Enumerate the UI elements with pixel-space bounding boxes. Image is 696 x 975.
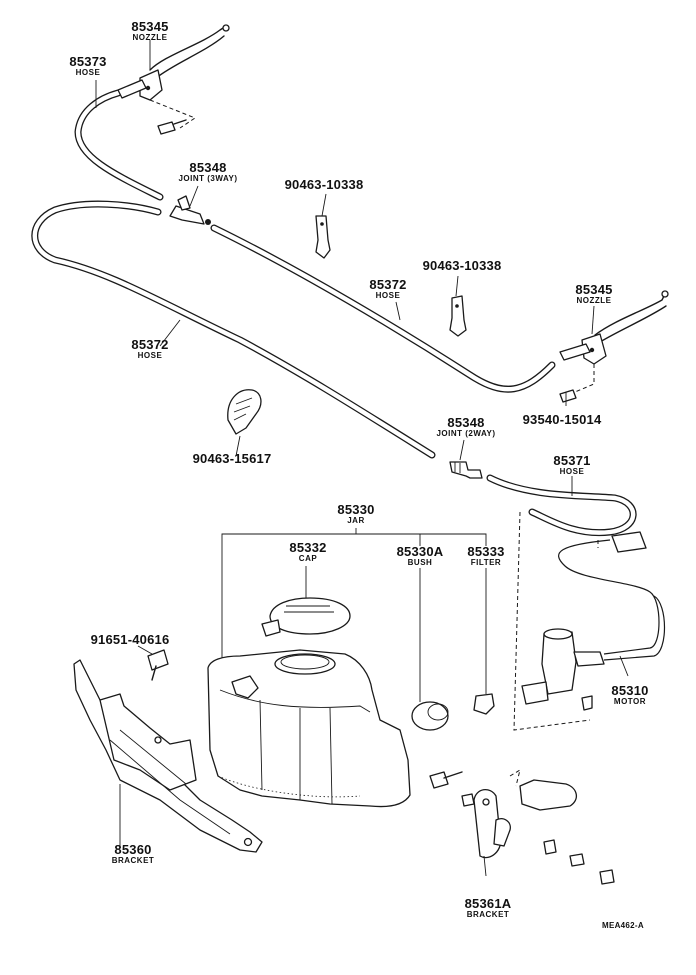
part-number: 90463-10338 [422,258,502,273]
bush-part [411,701,449,731]
callout-bolt: 91651-40616 [91,633,170,646]
part-number: 85372 [369,277,407,292]
callout-clip-mid: 90463-10338 [423,259,502,272]
hose-85373 [74,89,164,201]
hose-85372-left [31,200,436,459]
leader-lines [95,40,629,877]
motor-part [521,531,665,711]
jar-part [207,649,411,808]
part-number: 85348 [447,415,485,430]
diagram-code: MEA462-A [602,921,644,930]
part-number: 90463-10338 [284,177,364,192]
part-name: NOZZLE [576,296,612,305]
joint-3way-part [169,195,211,225]
bracket-small-part [429,768,615,885]
nozzle-left-part [117,24,230,101]
clamp-part [227,389,262,435]
part-number: 85372 [131,337,169,352]
callout-nozzle-left: 85345 NOZZLE [131,20,168,42]
callout-hose-motor: 85371 HOSE [553,454,590,476]
clip-left-part [315,215,331,259]
part-name: JOINT (3WAY) [178,174,238,183]
hose-85371 [486,474,637,537]
callout-clip-left: 90463-10338 [285,178,364,191]
cap-part [261,597,351,637]
callout-cap: 85332 CAP [289,541,326,563]
part-name: MOTOR [613,697,647,706]
screw-left [157,119,187,135]
part-number: 85373 [69,54,107,69]
part-number: 93540-15014 [522,412,602,427]
callout-bracket-small: 85361A BRACKET [465,897,512,919]
hose-85372-right [210,224,556,393]
part-name: JAR [347,516,365,525]
bracket-main-part [73,659,263,853]
callout-bracket-main: 85360 BRACKET [112,843,155,865]
callout-nozzle-right: 85345 NOZZLE [575,283,612,305]
filter-part [473,693,495,715]
callout-bush: 85330A BUSH [397,545,444,567]
bolt-part [147,649,169,681]
part-number: 85332 [289,540,327,555]
callout-screw-right: 93540-15014 [523,413,602,426]
part-name: HOSE [75,68,101,77]
callout-motor: 85310 MOTOR [611,684,648,706]
part-name: HOSE [137,351,163,360]
part-name: JOINT (2WAY) [436,429,496,438]
part-number: 85345 [131,19,169,34]
part-number: 85360 [114,842,152,857]
part-number: 85345 [575,282,613,297]
joint-2way-part [449,461,483,479]
part-number: 90463-15617 [192,451,272,466]
callout-hose-top: 85373 HOSE [69,55,106,77]
callout-joint-2way: 85348 JOINT (2WAY) [436,416,495,438]
callout-joint-3way: 85348 JOINT (3WAY) [178,161,237,183]
part-number: 91651-40616 [90,632,170,647]
part-number: 85361A [464,896,512,911]
callout-hose-long-right: 85372 HOSE [369,278,406,300]
part-name: NOZZLE [132,33,168,42]
part-number: 85310 [611,683,649,698]
part-name: BRACKET [111,856,155,865]
callout-jar: 85330 JAR [337,503,374,525]
callout-filter: 85333 FILTER [467,545,504,567]
part-number: 85330 [337,502,375,517]
part-name: HOSE [375,291,401,300]
screw-right-part [559,389,577,403]
nozzle-right-part [559,290,669,365]
part-name: HOSE [559,467,585,476]
callout-hose-long-left: 85372 HOSE [131,338,168,360]
callout-clamp: 90463-15617 [193,452,272,465]
part-number: 85333 [467,544,505,559]
part-name: CAP [298,554,318,563]
part-name: BRACKET [466,910,510,919]
part-name: BUSH [407,558,433,567]
clip-mid-part [449,295,467,337]
part-number: 85330A [396,544,444,559]
part-name: FILTER [470,558,502,567]
part-number: 85371 [553,453,591,468]
part-number: 85348 [189,160,227,175]
